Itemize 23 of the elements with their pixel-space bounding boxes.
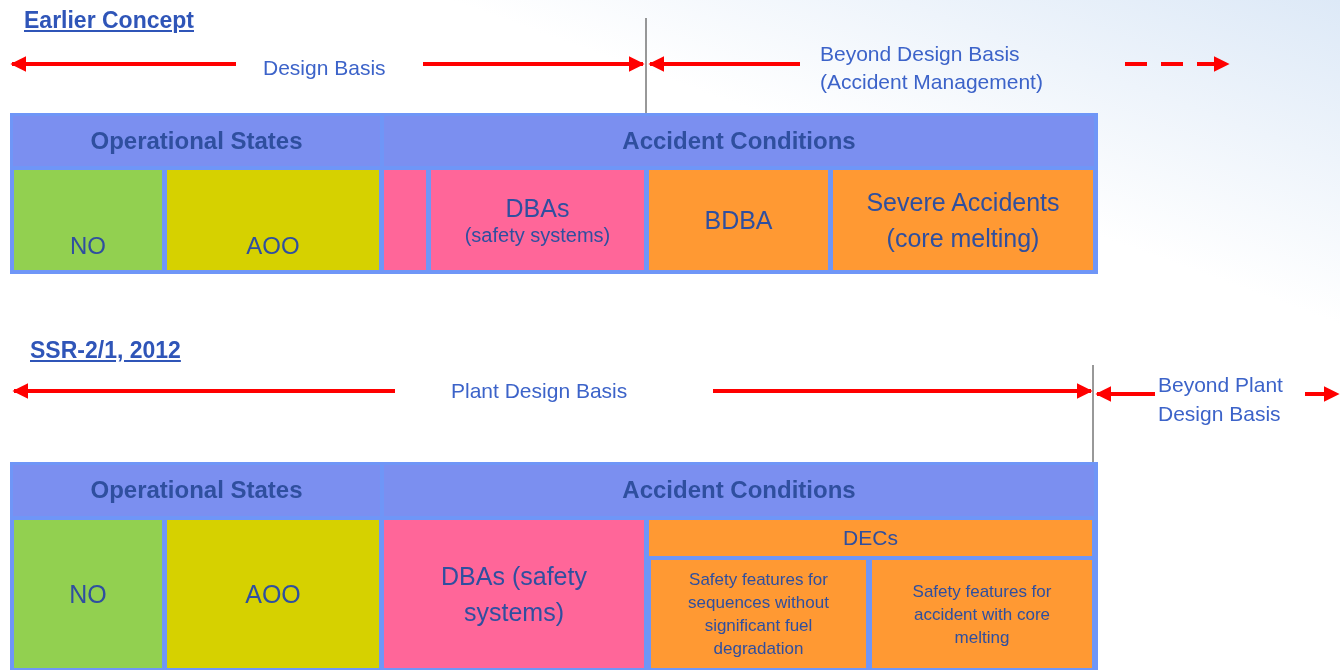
category-cell: BDBA (649, 170, 828, 270)
section-heading: SSR-2/1, 2012 (30, 336, 181, 364)
group-header: DECs (649, 520, 1092, 556)
range-label: Design Basis (263, 55, 386, 81)
range-label: Beyond Design Basis (Accident Management) (820, 41, 1044, 95)
column-header: Operational States (13, 116, 380, 166)
category-cell: NO (14, 520, 162, 668)
column-header: Accident Conditions (384, 465, 1094, 516)
category-cell: AOO (167, 520, 379, 668)
column-header: Accident Conditions (384, 116, 1094, 166)
column-header: Operational States (13, 465, 380, 516)
range-label: Plant Design Basis (451, 378, 628, 404)
cell-title: DBAs (505, 193, 570, 223)
category-cell (431, 170, 644, 270)
category-cell: NO (14, 170, 162, 270)
category-cell: Severe Accidents (core melting) (833, 170, 1093, 270)
category-cell: DBAs (safety systems) (384, 520, 644, 668)
category-cell: Safety features for sequences without significant fuel degradation (651, 560, 866, 668)
range-label: Beyond Plant Design Basis (1158, 372, 1284, 427)
cell-subtitle: (safety systems) (464, 223, 611, 247)
category-cell: AOO (167, 170, 379, 270)
category-cell: Safety features for accident with core melting (872, 560, 1092, 668)
section-heading: Earlier Concept (24, 6, 194, 34)
